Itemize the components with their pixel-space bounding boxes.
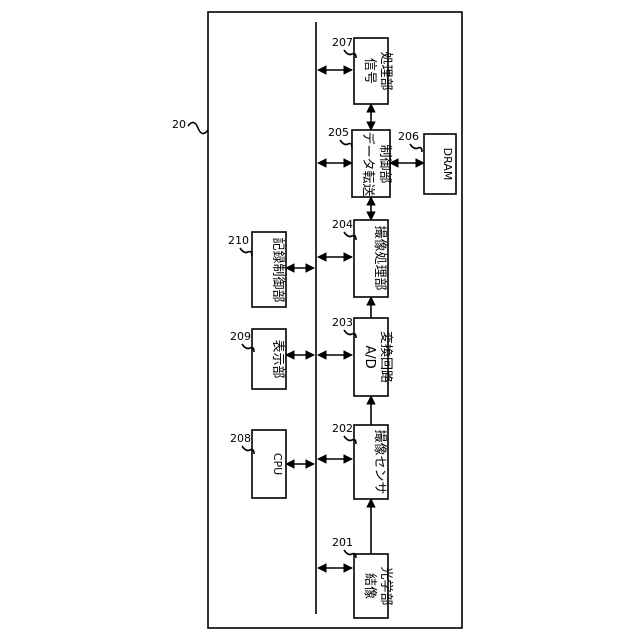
ref-203: 203 (332, 316, 353, 329)
ref-210-leader (240, 248, 252, 256)
ref-205: 205 (328, 126, 349, 139)
block-recording-control-label: 記録制御部 (270, 237, 286, 302)
ref-202: 202 (332, 422, 353, 435)
block-dram-label: DRAM (441, 148, 454, 181)
system-ref-leader (188, 122, 208, 133)
block-display-label: 表示部 (270, 339, 285, 378)
ref-204: 204 (332, 218, 353, 231)
ref-207: 207 (332, 36, 353, 49)
block-cpu-label: CPU (271, 453, 284, 475)
ref-206: 206 (398, 130, 419, 143)
ref-205-leader (340, 140, 352, 148)
block-data-transfer-line2: 制御部 (377, 144, 392, 183)
block-signal-processing-line1: 信号 (362, 58, 377, 84)
block-ad-converter-line1: A/D (362, 345, 377, 368)
ref-206-leader (410, 144, 422, 152)
ref-209: 209 (230, 330, 251, 343)
block-image-sensor-label: 撮像センサ (372, 429, 388, 494)
block-data-transfer-line1: データ転送 (360, 131, 376, 196)
system-ref-label: 20 (172, 118, 186, 131)
block-imaging-optics-line1: 結像 (362, 573, 377, 599)
block-image-processor-label: 撮像処理部 (372, 225, 388, 290)
block-signal-processing-line2: 処理部 (378, 51, 393, 90)
ref-210: 210 (228, 234, 249, 247)
block-ad-converter-line2: 変換回路 (378, 331, 394, 383)
ref-201: 201 (332, 536, 353, 549)
block-imaging-optics-line2: 光学部 (378, 566, 394, 605)
ref-208: 208 (230, 432, 251, 445)
